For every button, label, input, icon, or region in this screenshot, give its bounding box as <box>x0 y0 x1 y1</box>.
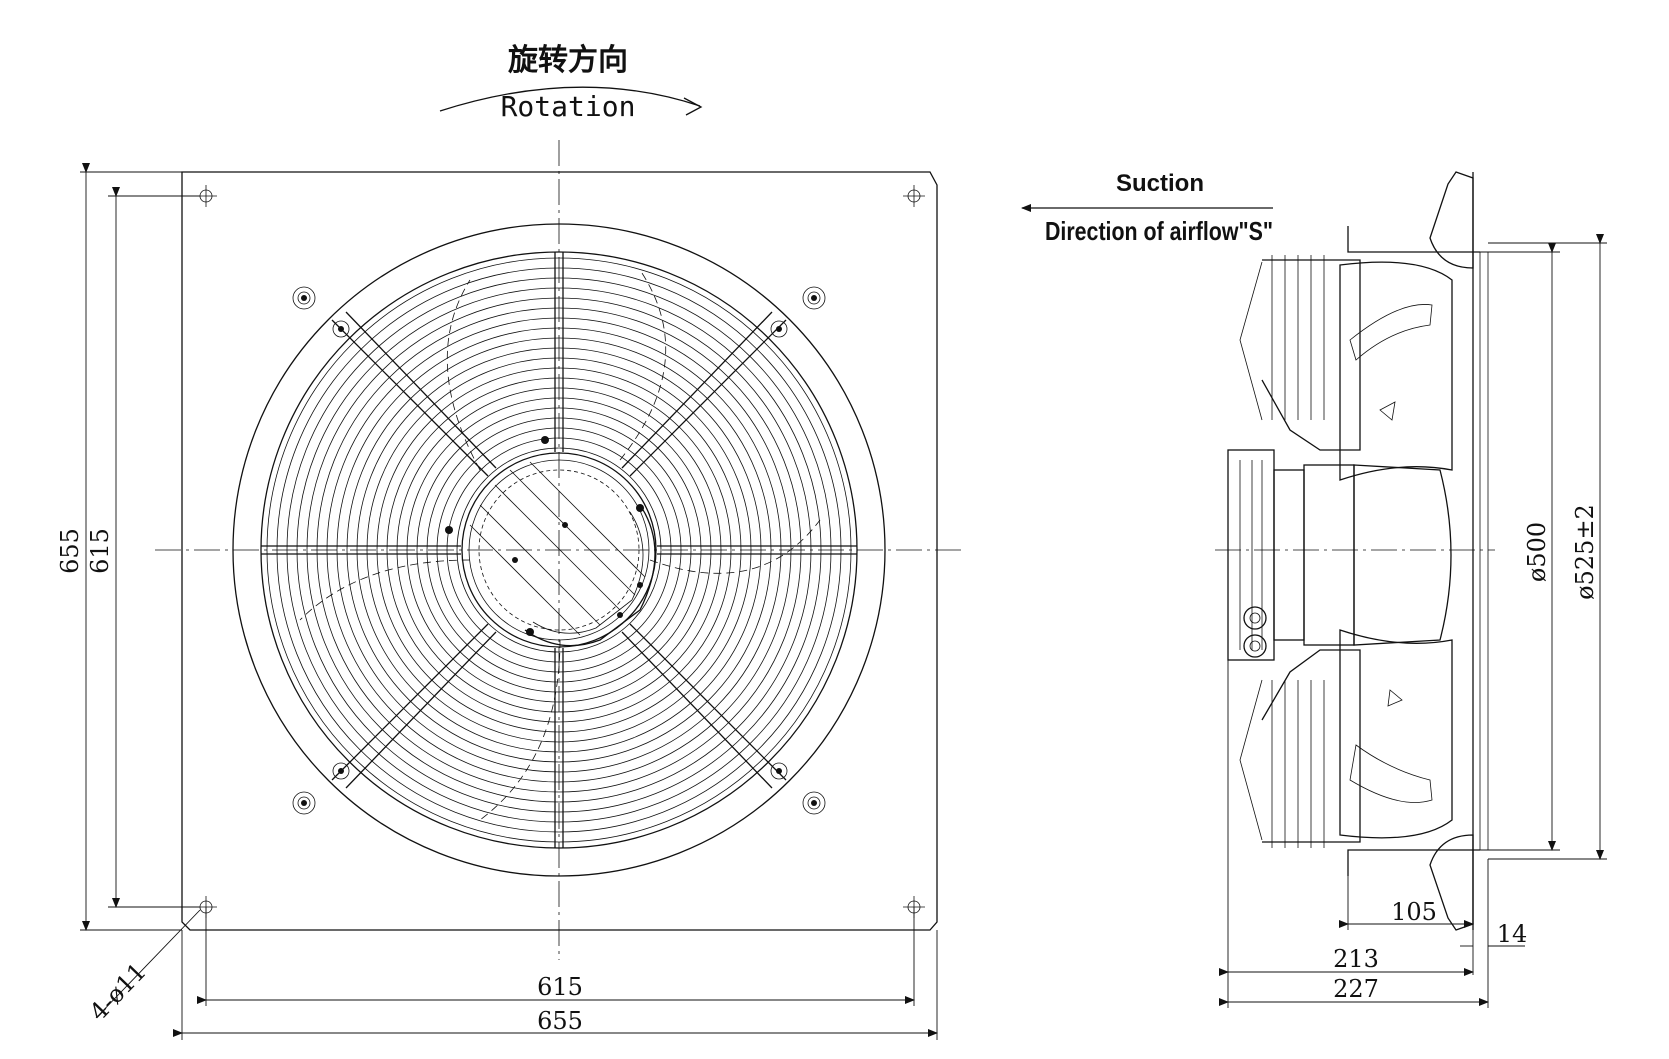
side-plate-top <box>1429 171 1474 269</box>
side-guard <box>1239 255 1361 848</box>
airflow-suction-label: Suction <box>1116 170 1204 197</box>
side-venturi-top <box>1347 226 1480 253</box>
airflow-direction-label: Direction of airflow"S" <box>1045 216 1273 246</box>
dim-width-inner: 615 <box>537 973 583 1001</box>
dim-width-outer: 655 <box>537 1007 583 1035</box>
rotation-label-en: Rotation <box>501 90 636 123</box>
side-venturi-bottom <box>1347 849 1480 876</box>
dim-213: 213 <box>1333 945 1379 973</box>
side-dimensions: ø500 ø525±2 105 14 213 227 <box>1219 234 1607 1008</box>
side-motor <box>1227 449 1452 661</box>
rotation-arrowhead <box>683 97 703 116</box>
rotation-indicator: 旋转方向 Rotation <box>439 43 703 123</box>
dim-height-outer: 655 <box>56 528 84 574</box>
airflow-indicator: Suction Direction of airflow"S" <box>1021 170 1273 246</box>
dim-holes: 4-ø11 <box>84 958 152 1027</box>
dim-dia-inner: ø500 <box>1523 522 1551 582</box>
dim-227: 227 <box>1333 975 1379 1003</box>
mounting-plate <box>181 171 938 931</box>
front-view <box>155 140 965 960</box>
plate-hole <box>903 185 925 207</box>
dim-height-inner: 615 <box>86 528 114 574</box>
side-view <box>1215 171 1495 931</box>
guard-spokes <box>261 252 857 848</box>
dim-dia-outer: ø525±2 <box>1571 504 1599 600</box>
dim-105: 105 <box>1391 898 1437 926</box>
motor-hub <box>445 436 657 648</box>
dim-14: 14 <box>1497 920 1528 948</box>
guard-bolts <box>292 286 826 815</box>
rotation-label-cn: 旋转方向 <box>508 43 628 77</box>
plate-holes <box>195 185 925 918</box>
side-blades <box>1339 261 1453 839</box>
rotation-arrow <box>439 86 701 112</box>
